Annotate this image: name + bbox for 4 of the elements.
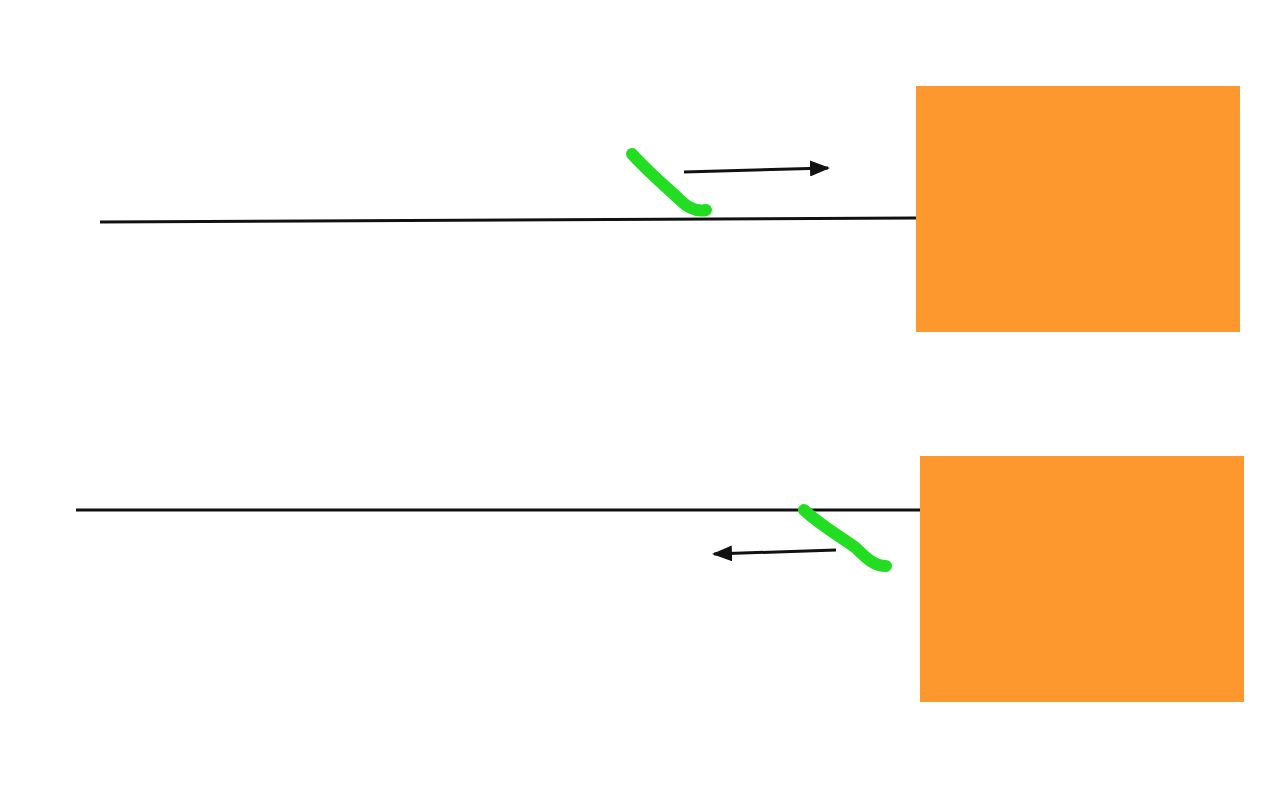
block [920, 456, 1244, 702]
line [76, 508, 920, 512]
line [100, 216, 916, 224]
block [916, 86, 1240, 332]
